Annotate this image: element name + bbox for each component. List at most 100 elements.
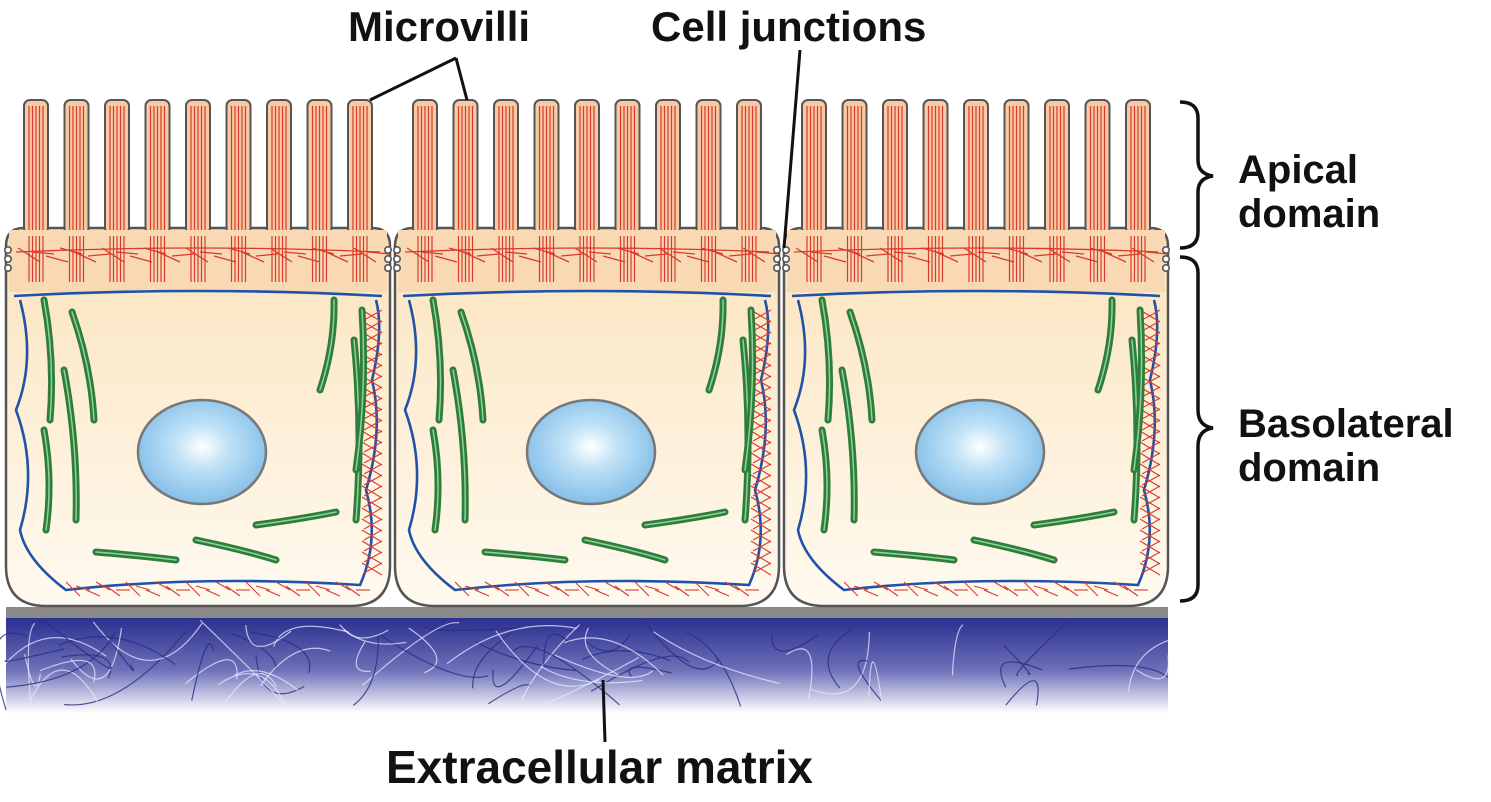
matrix-fiber: [1068, 664, 1169, 678]
actin-filament: [752, 375, 772, 387]
actin-filament: [863, 589, 879, 597]
actin-filament: [85, 589, 101, 597]
matrix-fiber: [61, 654, 112, 679]
actin-filament: [843, 581, 859, 597]
actin-filament: [1033, 253, 1057, 257]
actin-filament: [524, 585, 540, 591]
matrix-fiber: [352, 632, 379, 706]
matrix-fiber: [361, 621, 460, 687]
actin-filament: [873, 581, 889, 591]
actin-filament: [1141, 309, 1161, 321]
microvillus: [1125, 99, 1151, 282]
mitochondrion-highlight: [43, 429, 50, 531]
actin-filament: [105, 585, 121, 597]
mitochondrion-highlight: [708, 299, 724, 391]
matrix-fiber: [0, 632, 28, 711]
actin-filament: [1103, 589, 1119, 597]
mitochondrion-highlight: [355, 309, 365, 471]
matrix-fiber: [584, 627, 619, 676]
actin-filament: [752, 320, 772, 332]
cell-junction: [772, 246, 781, 255]
matrix-fiber: [584, 633, 631, 652]
actin-filament: [462, 251, 486, 263]
actin-filament: [363, 518, 383, 530]
actin-filament: [1089, 247, 1113, 255]
actin-filament: [752, 419, 772, 431]
actin-filament: [704, 585, 720, 591]
apical-label-line1: Apical: [1238, 148, 1359, 192]
nucleus: [525, 398, 657, 506]
actin-filament: [574, 247, 598, 263]
actin-filament: [837, 247, 861, 255]
actin-filament: [1093, 585, 1109, 591]
actin-filament: [1141, 419, 1161, 431]
terminal-web: [15, 247, 391, 263]
cell-junction: [383, 255, 392, 264]
actin-filament: [514, 581, 530, 597]
mitochondrion-highlight: [63, 369, 77, 521]
mitochondrion-highlight: [584, 539, 666, 561]
actin-filament: [1141, 463, 1161, 475]
matrix-fiber: [5, 631, 116, 688]
actin-filament: [973, 585, 989, 591]
mitochondrion-highlight: [95, 551, 177, 561]
actin-filament: [95, 581, 111, 591]
actin-filament: [634, 581, 650, 597]
actin-filament: [1141, 485, 1161, 497]
microvilli-leader-right: [454, 57, 469, 101]
matrix-fiber: [563, 637, 664, 676]
cell-junction: [781, 255, 790, 264]
actin-filament: [1141, 507, 1161, 519]
actin-filament: [686, 255, 710, 263]
actin-filament: [1023, 581, 1039, 597]
cells: [4, 99, 1171, 608]
matrix-fiber: [868, 661, 883, 704]
cell-junctions-label: Cell junctions: [651, 3, 927, 50]
actin-filament: [1141, 562, 1161, 574]
actin-filament: [315, 585, 331, 591]
actin-filament: [933, 581, 949, 591]
cell-junction: [772, 255, 781, 264]
mitochondrion-highlight: [452, 369, 466, 521]
actin-filament: [1005, 247, 1029, 255]
matrix-fiber: [538, 656, 640, 708]
actin-filament: [742, 247, 766, 263]
matrix-fiber: [540, 665, 643, 684]
actin-filament: [752, 331, 772, 343]
cell-junction: [392, 263, 401, 272]
actin-filament: [700, 247, 724, 255]
leader-lines: [369, 49, 802, 743]
actin-filament: [269, 247, 293, 263]
actin-filament: [59, 247, 83, 255]
microvilli-label: Microvilli: [348, 3, 531, 50]
actin-filament: [728, 253, 752, 257]
actin-filament: [363, 309, 383, 321]
nucleus: [136, 398, 268, 506]
matrix-fiber: [512, 646, 620, 706]
cortical-actin: [454, 309, 772, 597]
actin-filament: [1113, 581, 1129, 591]
actin-filament: [851, 251, 875, 263]
actin-filament: [534, 589, 550, 597]
actin-filament: [245, 581, 261, 597]
actin-filament: [17, 247, 41, 263]
actin-filament: [977, 251, 1001, 255]
actin-filament: [115, 251, 139, 255]
actin-filament: [157, 251, 181, 263]
matrix-fiber: [217, 673, 286, 706]
matrix-fiber: [4, 648, 65, 662]
epithelial-cell: [781, 99, 1171, 608]
actin-filament: [1103, 251, 1127, 263]
cell-junction: [772, 263, 781, 272]
matrix-fiber: [355, 641, 371, 672]
actin-filament: [255, 585, 271, 591]
actin-filament: [45, 255, 69, 263]
actin-filament: [879, 247, 903, 263]
actin-filament: [145, 589, 161, 597]
actin-filament: [213, 255, 237, 263]
matrix-fiber: [1127, 640, 1169, 692]
microvillus: [347, 99, 373, 282]
actin-filament: [101, 247, 125, 263]
matrix-fiber: [543, 633, 570, 666]
